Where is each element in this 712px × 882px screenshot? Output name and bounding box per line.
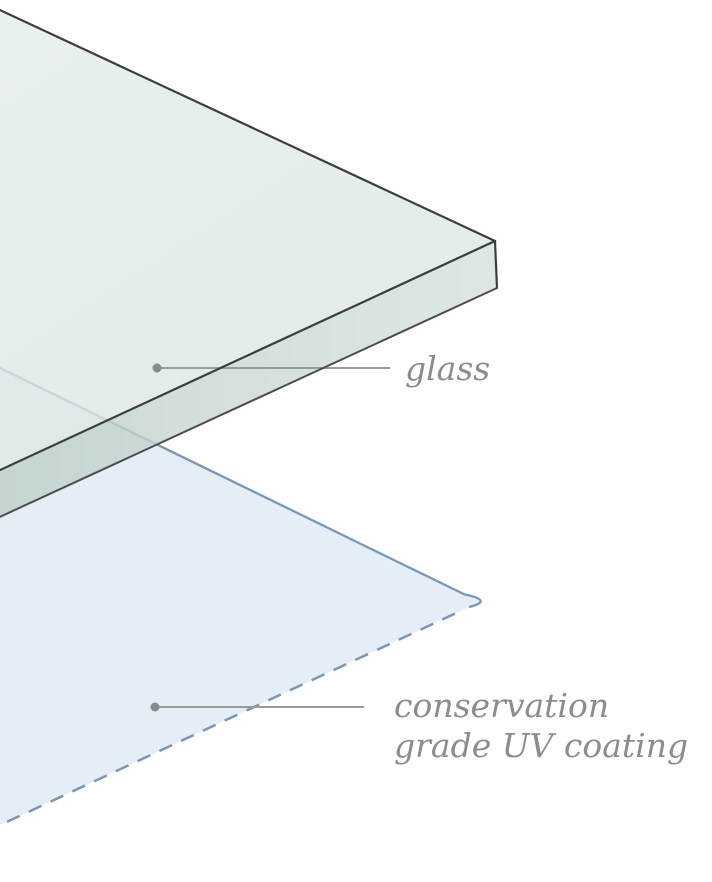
leader-annotations (150, 363, 390, 712)
glass-top-back-edge (0, 8, 497, 243)
coating-label: conservation grade UV coating (394, 686, 688, 766)
uv-coating-front-edge (0, 366, 482, 608)
coating-leader-dot (150, 702, 160, 712)
glass-slab (0, 10, 497, 517)
uv-coating-sheet (0, 366, 482, 827)
coating-label-line1: conservation (394, 686, 610, 725)
glass-top-front-edge (0, 239, 497, 472)
uv-coating-hidden-edge (0, 612, 456, 827)
glass-label: glass (405, 349, 491, 388)
glass-front-face (0, 241, 497, 517)
glass-leader-dot (152, 363, 162, 373)
coating-label-line2: grade UV coating (394, 726, 689, 765)
glass-slab-edges (0, 8, 499, 518)
glass-top-face (0, 10, 495, 471)
glass-bottom-front-edge (0, 287, 498, 518)
glass-corner-edge (493, 239, 499, 290)
uv-coating-face (0, 368, 481, 826)
